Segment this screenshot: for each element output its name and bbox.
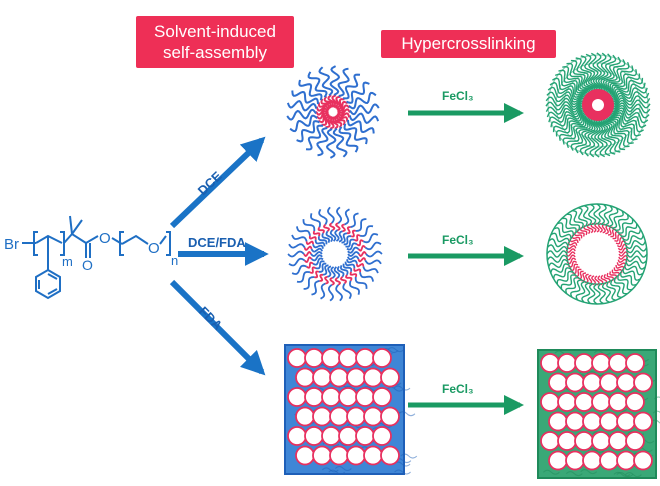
- subscript-m: m: [62, 254, 73, 269]
- vesicle-structure: [288, 207, 382, 300]
- polymer-structure: Br m O O O n: [4, 216, 178, 298]
- porous-film-structure: [285, 345, 417, 474]
- fecl3-label-top: FeCl₃: [442, 89, 474, 103]
- ether-oxygen: O: [148, 240, 160, 257]
- fecl3-label-bot: FeCl₃: [442, 382, 474, 396]
- solvent-arrows: DCE DCE/FDA FDA: [172, 140, 264, 372]
- crosslinked-micelle: [546, 53, 650, 157]
- bromine-label: Br: [4, 236, 19, 253]
- fecl3-label-mid: FeCl₃: [442, 233, 474, 247]
- micelle-structure: [287, 66, 379, 158]
- crosslinked-vesicle: [547, 204, 647, 304]
- crosslink-arrows: FeCl₃ FeCl₃ FeCl₃: [408, 89, 520, 405]
- solvent-label-dce-fda: DCE/FDA: [188, 235, 246, 250]
- crosslinked-porous-film: [538, 350, 660, 478]
- ester-oxygen: O: [99, 230, 111, 247]
- carbonyl-oxygen: O: [82, 257, 93, 273]
- subscript-n: n: [171, 253, 178, 268]
